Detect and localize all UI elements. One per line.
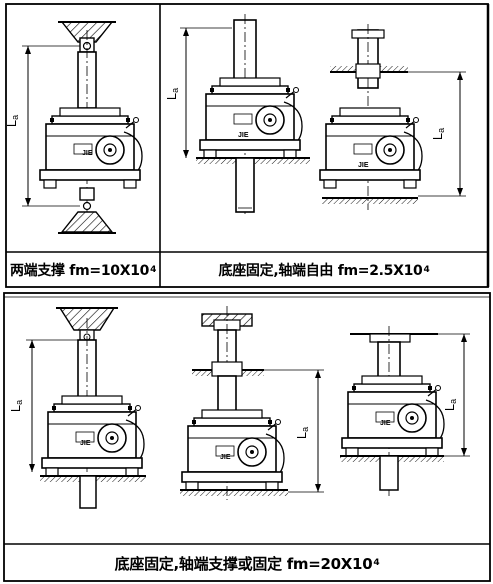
caption-exponent: 4: [150, 265, 157, 275]
dim-label-panel2: La: [164, 88, 180, 100]
top-row-frame: [5, 3, 490, 288]
caption-exponent: 4: [423, 265, 430, 275]
jack-logo-2: JIE: [238, 132, 249, 139]
dim-subscript: a: [10, 114, 21, 120]
caption-text: 底座固定,轴端自由 fm=2.5X10: [218, 263, 423, 279]
dim-subscript: a: [448, 398, 459, 404]
dim-subscript: a: [436, 127, 447, 133]
dim-subscript: a: [14, 399, 25, 405]
caption-text: 底座固定,轴端支撑或固定 fm=20X10: [114, 554, 373, 573]
jack-logo-1: JIE: [82, 150, 93, 157]
panel-both-ends-supported: JIE: [22, 21, 143, 234]
dim-label-panel2b: La: [430, 128, 446, 140]
dim-subscript: a: [170, 87, 181, 93]
dim-label-panel3-left: La: [8, 400, 24, 412]
dim-letter: L: [164, 92, 180, 101]
jack-logo-3: JIE: [358, 162, 369, 169]
jack-logo-6: JIE: [380, 420, 391, 427]
dim-label-panel3-right: La: [442, 399, 458, 411]
jack-logo-4: JIE: [80, 440, 91, 447]
panel-base-fixed-supported: JIE JIE JIE: [26, 306, 470, 510]
caption-text: 两端支撑 fm=10X10: [9, 263, 150, 279]
dim-subscript: a: [300, 426, 311, 432]
dim-label-panel1: La: [4, 115, 20, 127]
dim-letter: L: [430, 132, 446, 141]
dim-letter: L: [4, 119, 20, 128]
panel-base-fixed-free: JIE JIE: [180, 14, 466, 214]
dim-letter: L: [442, 403, 458, 412]
jack-logo-5: JIE: [220, 454, 231, 461]
caption-exponent: 4: [373, 558, 380, 568]
dim-label-panel3-mid: La: [294, 427, 310, 439]
dim-letter: L: [8, 404, 24, 413]
bottom-row-frame: [3, 292, 491, 582]
dim-letter: L: [294, 431, 310, 440]
